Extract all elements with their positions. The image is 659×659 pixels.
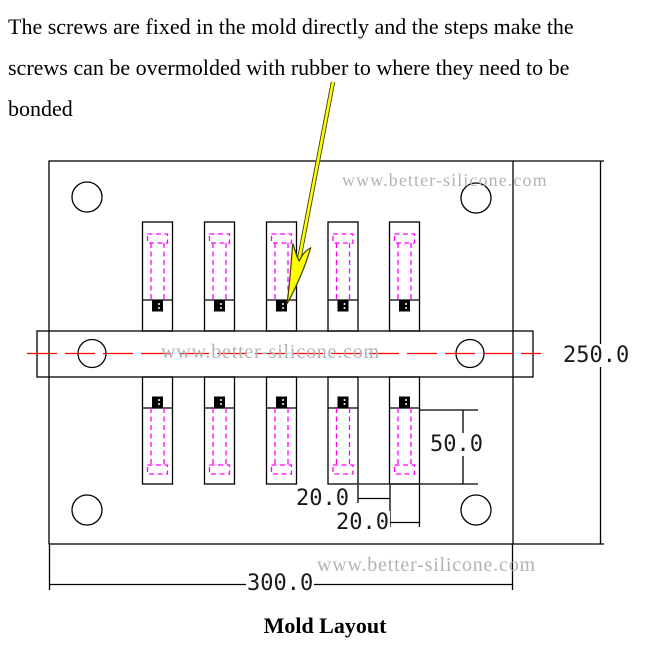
annotation-line-1: The screws are fixed in the mold directl… [8, 14, 574, 39]
annotation-line-3: bonded [8, 96, 73, 121]
watermark-bottom: www.better-silicone.com [317, 554, 536, 576]
corner-hole [71, 494, 103, 526]
watermark-top: www.better-silicone.com [342, 170, 548, 190]
dim-slot-gap-label: 20.0 [295, 486, 350, 511]
dim-screw-length-label: 50.0 [429, 432, 484, 457]
drawing-title: Mold Layout [263, 613, 387, 638]
screw-slots-bottom [141, 376, 421, 485]
watermark-middle: www.better-silicone.com [161, 341, 380, 363]
corner-hole [71, 181, 103, 213]
dim-plate-height-label: 250.0 [562, 343, 631, 368]
corner-hole [460, 494, 492, 526]
callout-arrow [286, 81, 336, 305]
annotation-text: The screws are fixed in the mold directl… [8, 6, 658, 129]
screw-slots-top [141, 221, 421, 332]
dimension-lines [48, 160, 604, 590]
arrowhead [286, 243, 312, 305]
corner-hole [460, 182, 492, 214]
dim-slot-width-label: 20.0 [335, 510, 390, 535]
dim-plate-width-label: 300.0 [246, 571, 315, 596]
annotation-line-2: screws can be overmolded with rubber to … [8, 55, 570, 80]
mold-plate-outline [48, 160, 514, 545]
